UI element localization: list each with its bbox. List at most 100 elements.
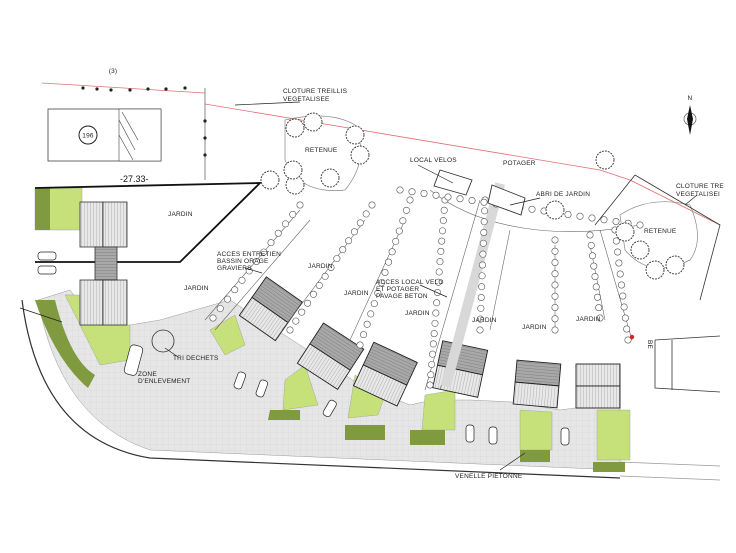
small-tree [396, 186, 404, 194]
small-tree [292, 317, 300, 325]
small-tree [438, 237, 446, 245]
small-tree [636, 221, 644, 229]
parcel-number: 196 [82, 133, 94, 140]
small-tree [224, 295, 232, 303]
small-tree [617, 281, 625, 289]
small-tree [595, 304, 603, 312]
tri-dechets-area [151, 329, 175, 353]
small-tree [304, 299, 312, 307]
small-tree [362, 210, 370, 218]
small-tree [370, 300, 378, 308]
small-tree [551, 326, 559, 334]
fence-posts [81, 86, 207, 157]
small-tree [402, 206, 410, 214]
small-tree [456, 195, 464, 203]
large-tree [303, 112, 323, 132]
cloture-treillis-label-1: CLOTURE TREILLIS [283, 88, 348, 95]
small-tree [339, 246, 347, 254]
small-tree [253, 257, 261, 265]
small-tree [350, 228, 358, 236]
abri-de-jardin-building [487, 184, 526, 216]
small-tree [286, 326, 294, 334]
small-tree [616, 270, 624, 278]
small-tree [588, 214, 596, 222]
small-tree [478, 272, 486, 280]
small-tree [281, 220, 289, 228]
small-tree [399, 217, 407, 225]
small-tree [209, 314, 217, 322]
small-tree [551, 303, 559, 311]
road-edge [21, 299, 621, 479]
small-tree [216, 305, 224, 313]
large-tree [260, 170, 280, 190]
small-tree [267, 239, 275, 247]
retenue-basin-right [619, 201, 698, 269]
small-tree [356, 341, 364, 349]
small-tree [231, 286, 239, 294]
small-tree [477, 304, 485, 312]
small-tree [274, 229, 282, 237]
small-tree [590, 262, 598, 270]
small-tree [551, 315, 559, 323]
acces-entretien-label-1: ACCES ENTRETIEN [217, 251, 281, 258]
neighbour-building-right [654, 335, 721, 393]
small-tree [315, 281, 323, 289]
small-tree [480, 198, 488, 206]
small-tree [427, 371, 435, 379]
large-tree [615, 222, 635, 242]
small-tree [596, 314, 604, 322]
retenue-right-label: RETENUE [644, 228, 677, 235]
retenue-right-fence [594, 174, 721, 301]
small-tree [587, 241, 595, 249]
small-tree [476, 326, 484, 334]
small-tree [345, 237, 353, 245]
small-tree [619, 292, 627, 300]
large-tree [320, 168, 340, 188]
small-tree [438, 227, 446, 235]
tri-dechets-label: TRI DECHETS [173, 355, 219, 362]
small-tree [612, 218, 620, 226]
small-tree [395, 227, 403, 235]
small-tree [420, 190, 428, 198]
small-tree [432, 309, 440, 317]
small-tree [481, 207, 489, 215]
be-label: BE [646, 340, 653, 350]
jardin-label: JARDIN [472, 317, 497, 324]
small-tree [477, 293, 485, 301]
small-tree [428, 350, 436, 358]
cloture-treillis-label-2: VEGETALISEE [283, 96, 330, 103]
zone-enlevement-label-1: ZONE [138, 371, 157, 378]
small-tree [586, 231, 594, 239]
boundary-marker [629, 334, 635, 340]
potager-label: POTAGER [503, 160, 536, 167]
small-tree [385, 258, 393, 266]
venelle-pietonne-label: VENELLE PIETONNE [455, 473, 523, 480]
small-tree [327, 263, 335, 271]
small-tree [431, 319, 439, 327]
small-tree [298, 308, 306, 316]
jardin-label: JARDIN [405, 310, 430, 317]
small-tree [551, 247, 559, 255]
small-tree [551, 270, 559, 278]
small-tree [392, 237, 400, 245]
small-tree [321, 272, 329, 280]
small-tree [478, 283, 486, 291]
small-tree [440, 206, 448, 214]
dark-lawn-strips [35, 188, 625, 472]
small-tree [621, 314, 629, 322]
small-tree [564, 211, 572, 219]
small-tree [551, 258, 559, 266]
small-tree [408, 188, 416, 196]
small-tree [468, 197, 476, 205]
small-tree [437, 247, 445, 255]
small-tree [381, 268, 389, 276]
lawn-areas [34, 187, 631, 461]
small-tree [528, 205, 536, 213]
small-tree [623, 325, 631, 333]
small-tree [436, 258, 444, 266]
abri-de-jardin-label: ABRI DE JARDIN [536, 191, 590, 198]
acces-entretien-label-3: GRAVIERS [217, 265, 252, 272]
house-block-left [79, 201, 128, 326]
small-tree [432, 191, 440, 199]
